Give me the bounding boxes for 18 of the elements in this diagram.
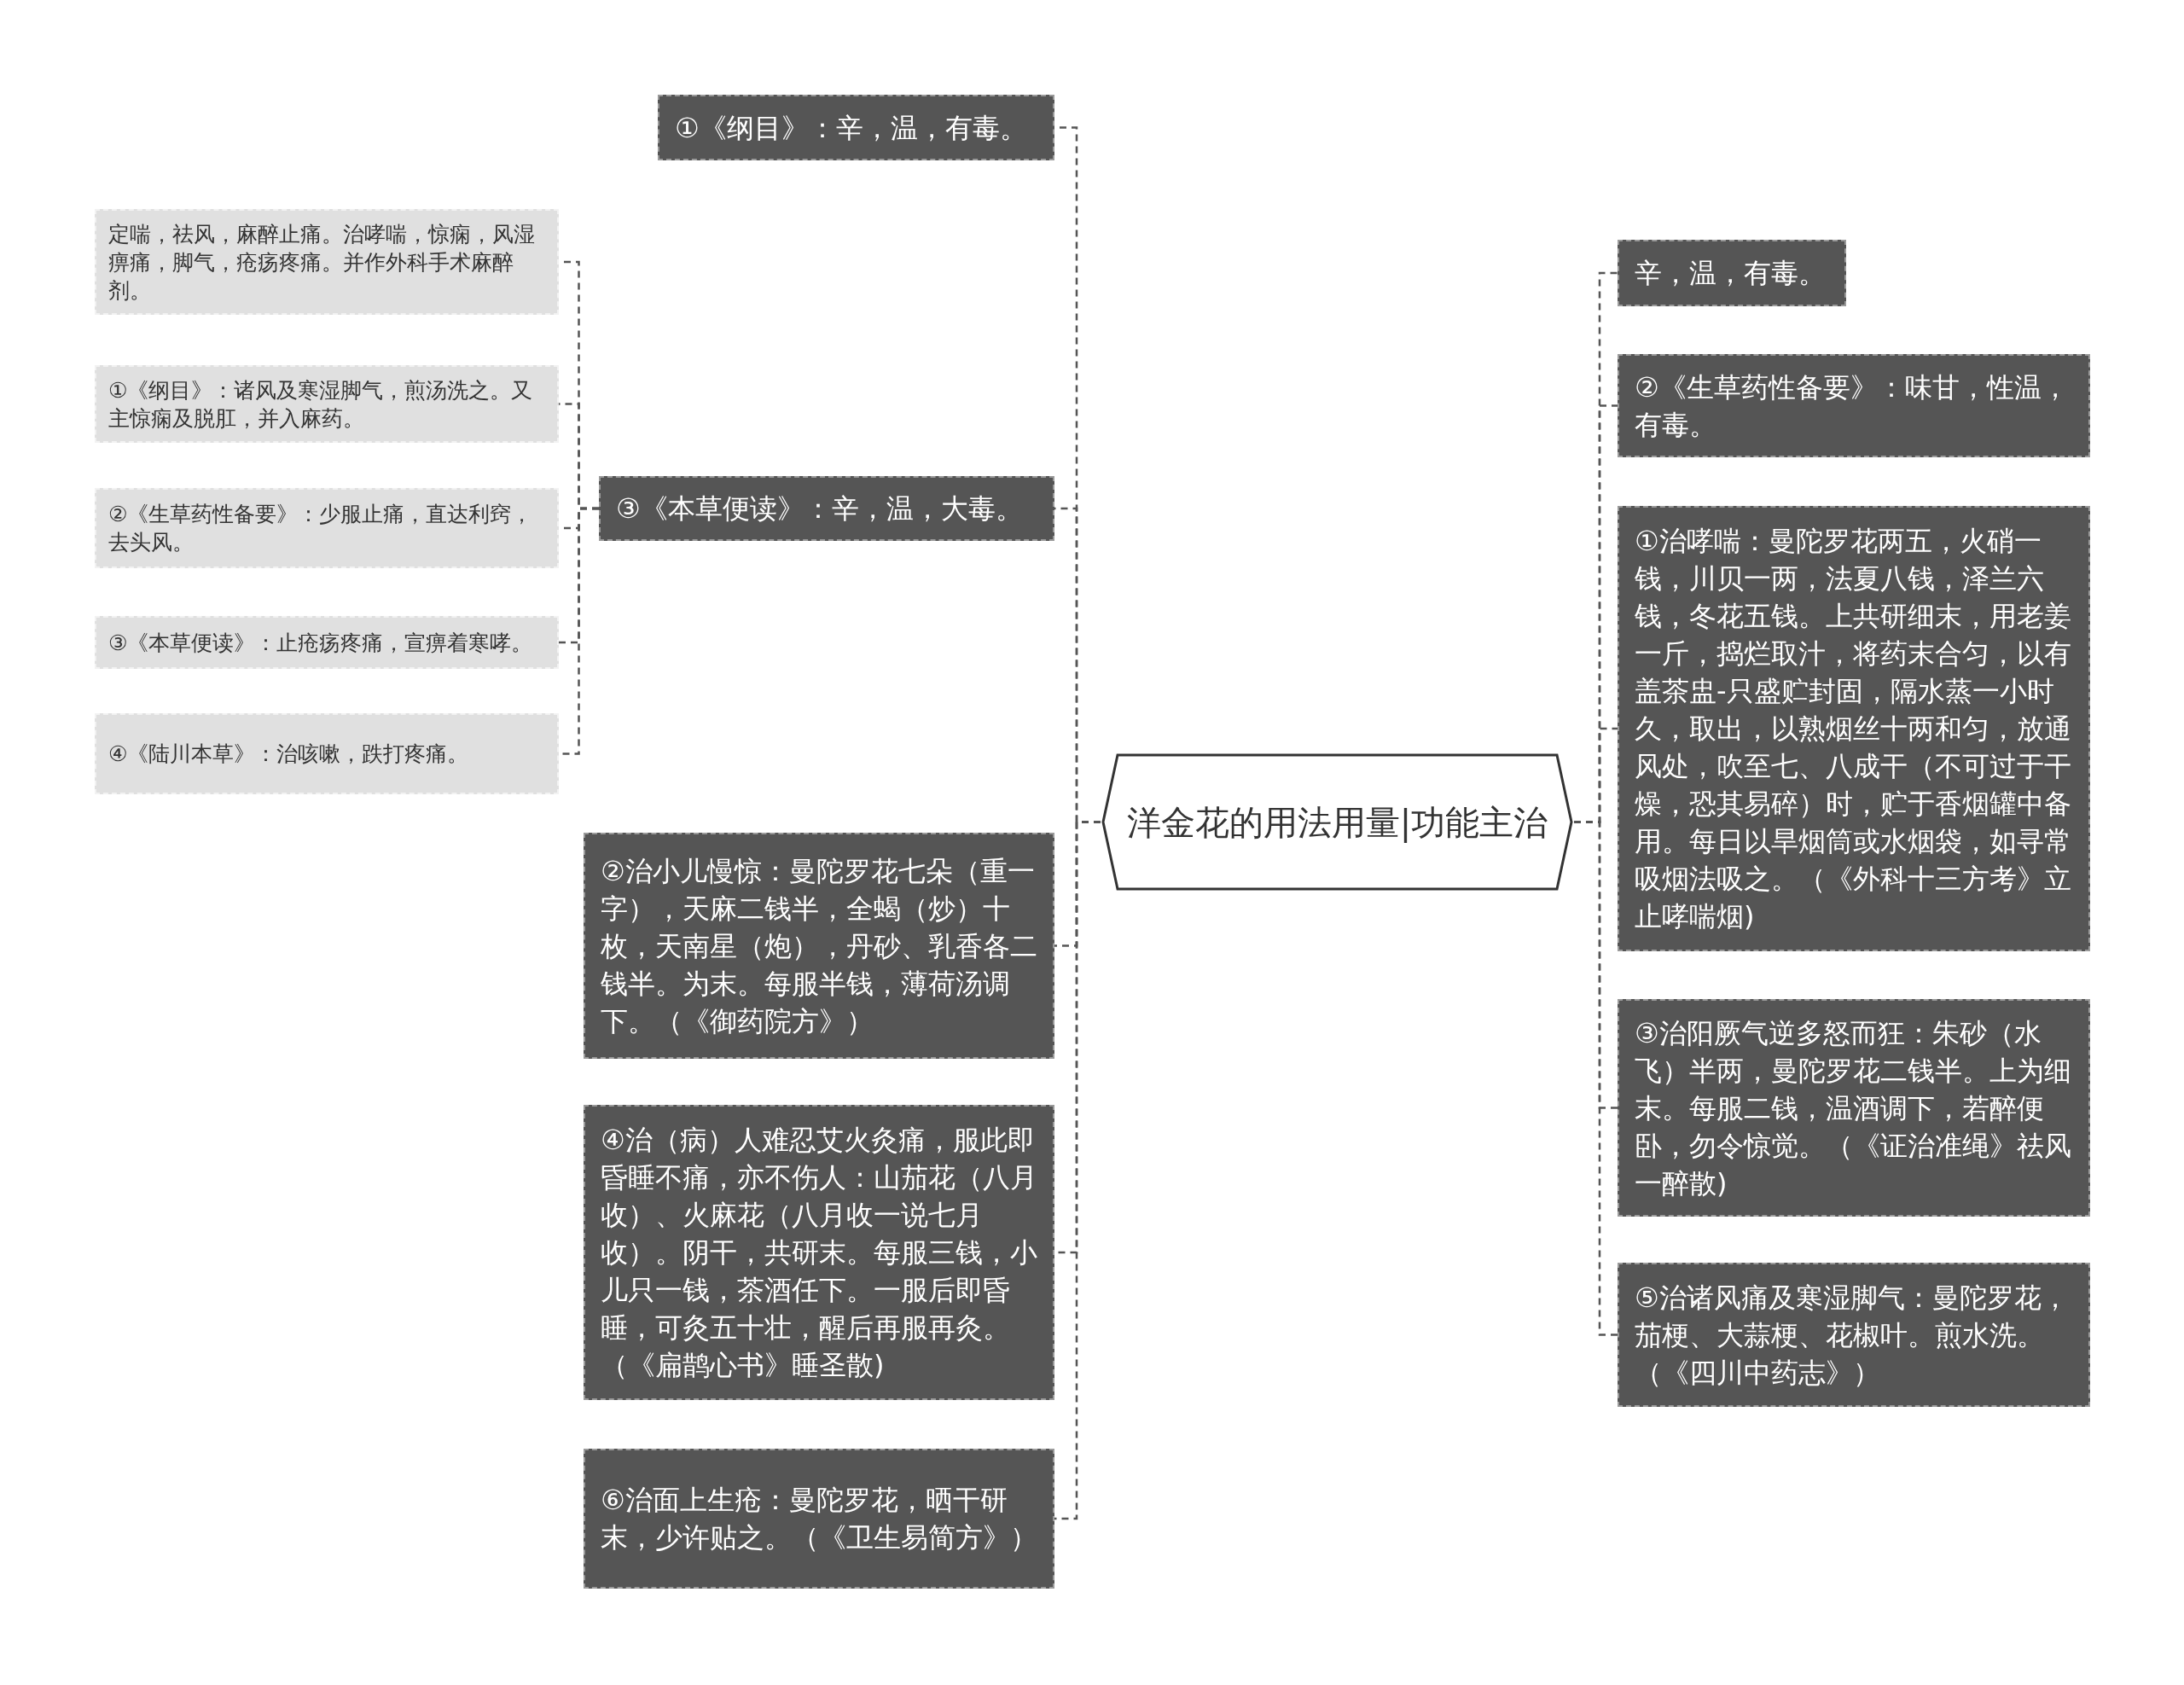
connector-line	[1054, 821, 1101, 1520]
topic-box: 辛，温，有毒。	[1618, 240, 1846, 306]
topic-box: ③《本草便读》：止疮疡疼痛，宣痹着寒哮。	[95, 616, 559, 669]
hexagon-node: 洋金花的用法用量|功能主治	[1101, 752, 1574, 892]
topic-box: ④《陆川本草》：治咳嗽，跌打疼痛。	[95, 713, 559, 794]
topic-box: 定喘，祛风，麻醉止痛。治哮喘，惊痫，风湿痹痛，脚气，疮疡疼痛。并作外科手术麻醉剂。	[95, 209, 559, 315]
topic-box: ⑥治面上生疮：曼陀罗花，晒干研末，少许贴之。（《卫生易简方》）	[584, 1449, 1054, 1589]
topic-box: ①《纲目》：诸风及寒湿脚气，煎汤洗之。又主惊痫及脱肛，并入麻药。	[95, 365, 559, 443]
topic-box: ①治哮喘：曼陀罗花两五，火硝一钱，川贝一两，法夏八钱，泽兰六钱，冬花五钱。上共研细末，用老姜一斤，捣烂取汁，将药末合匀，以有盖茶盅-只盛贮封固，隔水蒸一小时久，取出，以熟烟丝十两和匀，放通风处，吹至七、八成干（不可过于干燥，恐其易碎）时，贮于香烟罐中备用。每日以旱烟筒或水烟袋，如寻常吸烟法吸之。（《外科十三方考》立止哮喘烟)	[1618, 506, 2090, 951]
topic-box: ④治（病）人难忍艾火灸痛，服此即昏睡不痛，亦不伤人：山茄花（八月收）、火麻花（八月收一说七月收）。阴干，共研末。每服三钱，小儿只一钱，茶酒任下。一服后即昏睡，可灸五十壮，醒后再服再灸。（《扁鹊心书》睡圣散)	[584, 1105, 1054, 1400]
topic-box: ③治阳厥气逆多怒而狂：朱砂（水飞）半两，曼陀罗花二钱半。上为细末。每服二钱，温酒调下，若醉便卧，勿令惊觉。（《证治准绳》祛风一醉散)	[1618, 999, 2090, 1217]
topic-box: ②《生草药性备要》：味甘，性温，有毒。	[1618, 354, 2090, 457]
connector-line	[1574, 821, 1618, 1336]
topic-box: ③《本草便读》：辛，温，大毒。	[599, 476, 1054, 541]
topic-box: ①《纲目》：辛，温，有毒。	[658, 95, 1054, 160]
topic-box: ②《生草药性备要》：少服止痛，直达利窍，去头风。	[95, 488, 559, 568]
topic-box: ⑤治诸风痛及寒湿脚气：曼陀罗花，茄梗、大蒜梗、花椒叶。煎水洗。（《四川中药志》）	[1618, 1263, 2090, 1407]
topic-box: ②治小儿慢惊：曼陀罗花七朵（重一字），天麻二钱半，全蝎（炒）十枚，天南星（炮），丹砂、乳香各二钱半。为末。每服半钱，薄荷汤调下。（《御药院方》）	[584, 833, 1054, 1059]
